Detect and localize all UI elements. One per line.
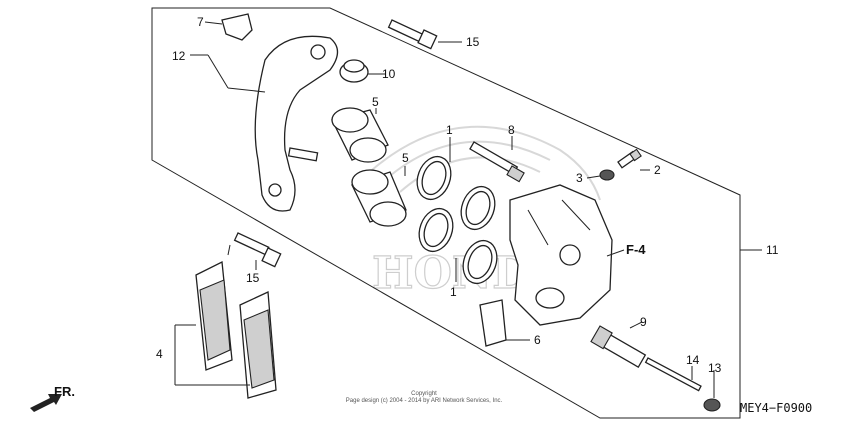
callout-3: 3 [576,171,583,185]
piston-bottom [351,169,407,227]
callout-2: 2 [654,163,661,177]
piston-top [331,107,389,163]
caliper-bracket [254,35,339,212]
callout-14: 14 [686,353,700,367]
brake-pad-right [239,291,277,399]
callout-10: 10 [382,67,396,81]
callout-5-top: 5 [372,95,379,109]
bolt-bottom [233,232,282,268]
bolt-top [387,19,438,50]
front-marker: FR. [54,384,75,399]
front-arrow-icon [30,394,62,412]
callout-5b: 5 [402,151,409,165]
diagram-code: MEY4−F0900 [740,401,812,415]
pad-pin [644,357,702,392]
pad-retainer [479,299,507,347]
callout-9: 9 [640,315,647,329]
callout-13: 13 [708,361,722,375]
callout-6b: 6 [534,333,541,347]
section-ref: F-4 [626,242,646,257]
callout-15-top: 15 [466,35,480,49]
leader-lines [174,21,762,398]
callout-11: 11 [766,243,779,257]
bleeder-cap [599,169,615,181]
callout-12: 12 [172,49,186,63]
brake-pad-left [195,260,233,371]
callout-1-bottom: 1 [450,285,457,299]
pin-boot [339,59,369,83]
callout-4: 4 [156,347,163,361]
slide-pin [469,141,525,183]
bleeder-valve [617,148,642,169]
piston-seals [416,155,498,285]
copyright-line-1: Copyright [411,391,437,397]
pad-spring [221,13,253,41]
callout-7: 7 [197,15,204,29]
caliper-bolt [590,325,647,369]
caliper-body [509,184,613,326]
callout-1-top: 1 [446,123,453,137]
copyright-line-2: Page design (c) 2004 - 2014 by ARI Netwo… [346,398,503,404]
callout-8: 8 [508,123,515,137]
pad-pin-clip [703,398,721,412]
callout-15-bottom: 15 [246,271,260,285]
